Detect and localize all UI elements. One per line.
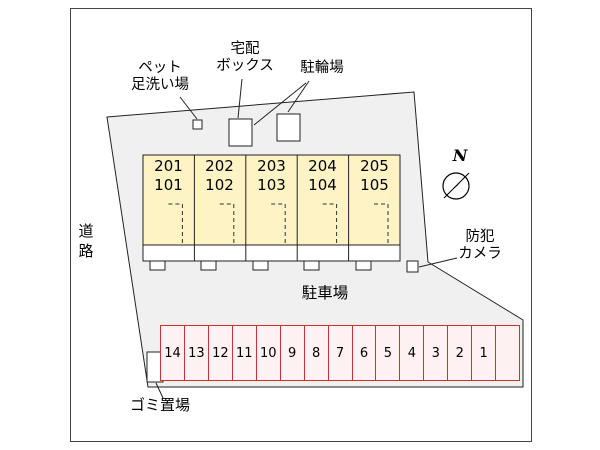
parking-space: 3 (424, 326, 449, 380)
bike-parking-label: 駐輪場 (300, 60, 344, 76)
porch-strip (142, 244, 401, 262)
garbage-label: ゴミ置場 (129, 396, 190, 414)
parking-space: 5 (376, 326, 401, 380)
entrance-step (303, 260, 320, 271)
parking-space: 14 (161, 326, 185, 380)
pet-wash-shape (192, 119, 203, 130)
security-camera-shape (406, 260, 419, 273)
entrance-step (149, 260, 166, 271)
parking-space: 6 (353, 326, 377, 380)
parking-lot-label: 駐車場 (301, 284, 349, 302)
outer-border (70, 8, 532, 442)
unit-label: 204 104 (297, 157, 348, 195)
parking-space: 12 (209, 326, 233, 380)
unit-lower-number: 105 (360, 175, 389, 194)
bike-parking-leader-line (287, 80, 310, 113)
unit-lower-number: 102 (205, 175, 234, 194)
parking-space: 8 (305, 326, 329, 380)
entrance-dashed-line (322, 203, 338, 245)
unit-label: 202 102 (194, 157, 245, 195)
unit-lower-number: 104 (308, 175, 337, 194)
bike-parking-shape (276, 113, 301, 142)
entrance-step (252, 260, 269, 271)
parking-space: 9 (281, 326, 305, 380)
compass-north-label: N (452, 146, 468, 165)
parking-space: 11 (233, 326, 257, 380)
pet-wash-label: ペット 足洗い場 (131, 60, 189, 94)
entrance-dashed-line (219, 203, 235, 245)
unit-lower-number: 101 (154, 175, 183, 194)
parking-space: 2 (448, 326, 473, 380)
entrance-dashed-line (374, 203, 389, 245)
unit-upper-number: 204 (308, 157, 337, 175)
entrance-step (200, 260, 217, 271)
parking-row: 14 13 12 11 10 9 8 7 6 5 4 3 2 1 (160, 325, 520, 381)
unit-upper-number: 203 (257, 157, 286, 175)
entrance-dashed-line (271, 203, 286, 245)
unit-label: 201 101 (143, 157, 194, 195)
security-camera-label: 防犯 カメラ (458, 229, 502, 263)
garbage-leader-line (155, 382, 164, 399)
road-label: 道 路 (78, 222, 94, 261)
parking-space: 1 (472, 326, 497, 380)
entrance-dashed-line (168, 203, 183, 245)
parking-space: 13 (185, 326, 209, 380)
parking-space: 10 (257, 326, 281, 380)
parking-space: 7 (329, 326, 353, 380)
entrance-step (355, 260, 372, 271)
security-camera-leader-line (418, 257, 458, 268)
unit-label: 205 105 (349, 157, 400, 195)
delivery-box-label: 宅配 ボックス (216, 41, 274, 75)
unit-label: 203 103 (246, 157, 297, 195)
unit-upper-number: 202 (205, 157, 234, 175)
delivery-box-shape (228, 118, 253, 147)
unit-upper-number: 205 (360, 157, 389, 175)
parking-space (496, 326, 519, 380)
unit-upper-number: 201 (154, 157, 183, 175)
compass-needle-head (449, 173, 469, 193)
pet-wash-leader-line (179, 96, 198, 120)
unit-lower-number: 103 (257, 175, 286, 194)
building-outline (142, 154, 401, 246)
bike-parking-leader-line (253, 82, 307, 126)
delivery-box-leader-line (237, 78, 243, 119)
parking-space: 4 (400, 326, 425, 380)
